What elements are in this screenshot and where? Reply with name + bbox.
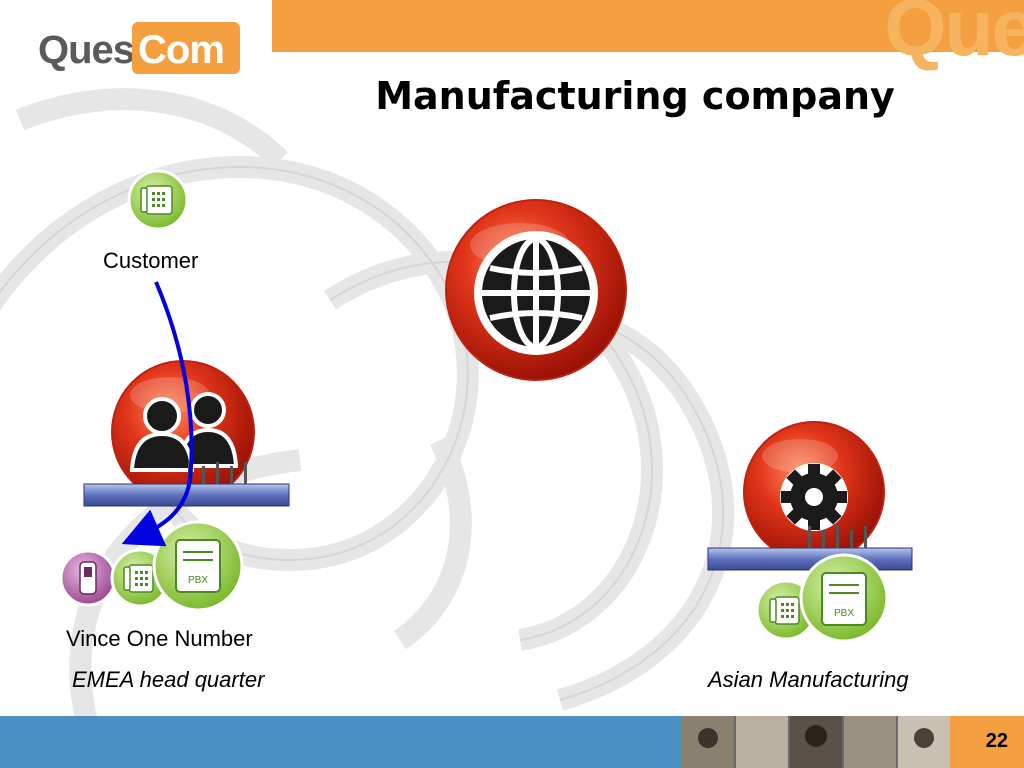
customer-phone-icon[interactable] xyxy=(127,169,189,231)
emea-pbx-icon[interactable]: PBX xyxy=(152,520,244,612)
logo-box xyxy=(132,22,240,74)
page-number: 22 xyxy=(985,730,1008,752)
asia-site-label: Asian Manufacturing xyxy=(708,667,909,692)
header-bar: Que xyxy=(272,0,1024,72)
quescom-logo: Ques Com xyxy=(38,22,248,78)
asia-pbx-icon[interactable]: PBX xyxy=(799,553,889,643)
logo-watermark: Que xyxy=(884,0,1024,72)
call-flow-arrow xyxy=(121,281,194,547)
page-number-box xyxy=(950,716,1024,768)
logo-text-right: Com xyxy=(138,28,225,72)
page-title: Manufacturing company xyxy=(375,74,895,118)
globe-icon[interactable] xyxy=(445,199,627,381)
logo-text-left: Ques xyxy=(38,28,135,72)
emea-site-label: EMEA head quarter xyxy=(72,667,265,692)
mobile-phone-icon[interactable] xyxy=(59,549,117,607)
gear-icon xyxy=(780,463,848,531)
vince-one-number-label: Vince One Number xyxy=(66,626,253,651)
asia-gateway[interactable] xyxy=(707,421,913,571)
customer-label: Customer xyxy=(103,248,199,273)
emea-pbx-label: PBX xyxy=(188,575,208,586)
asia-pbx-label: PBX xyxy=(834,608,854,619)
footer-photo-strip xyxy=(682,716,950,768)
